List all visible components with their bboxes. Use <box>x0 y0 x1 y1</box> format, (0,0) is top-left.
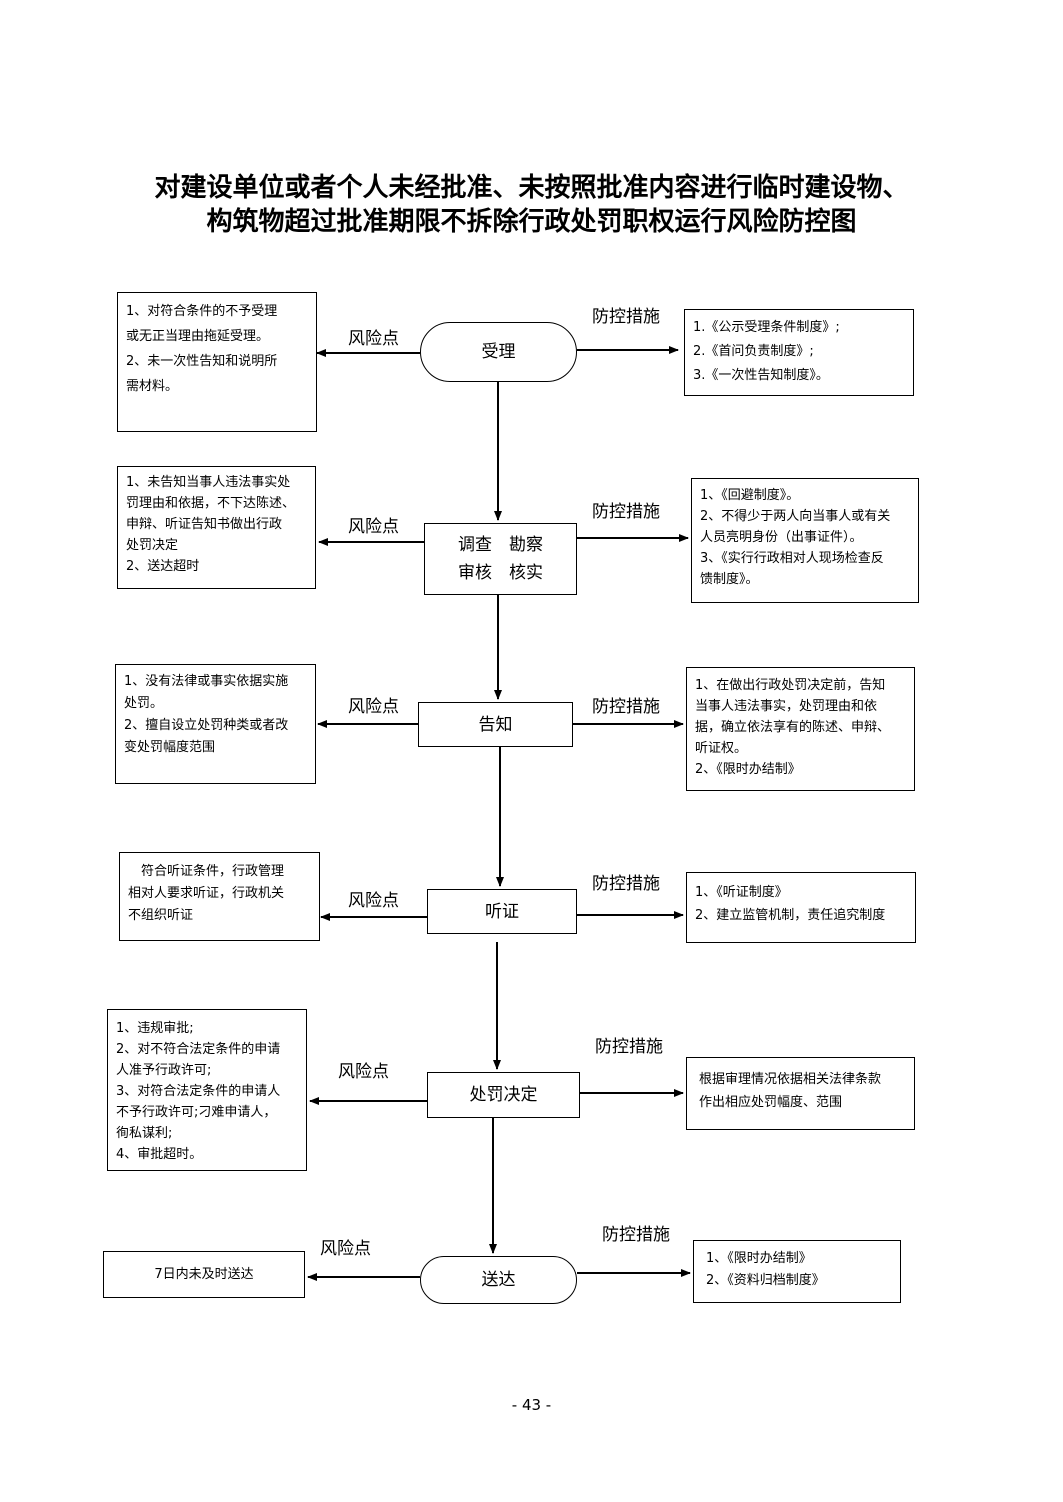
control-box-delivery: 1、《限时办结制》 2、《资料归档制度》 <box>693 1240 901 1303</box>
control-line: 1、《限时办结制》 <box>706 1251 812 1266</box>
risk-line: 1、未告知当事人违法事实处 <box>126 475 291 490</box>
risk-line: 不组织听证 <box>128 908 194 923</box>
risk-line: 1、对符合条件的不予受理 <box>126 304 278 319</box>
risk-line: 需材料。 <box>126 379 179 394</box>
control-line: 根据审理情况依据相关法律条款 <box>699 1072 882 1087</box>
risk-line: 申辩、听证告知书做出行政 <box>126 517 283 532</box>
title-line-2: 构筑物超过批准期限不拆除行政处罚职权运行风险防控图 <box>206 207 857 237</box>
risk-line: 相对人要求听证，行政机关 <box>128 886 285 901</box>
risk-box-hearing: 符合听证条件，行政管理 相对人要求听证，行政机关 不组织听证 <box>119 852 320 941</box>
risk-line: 罚理由和依据，不下达陈述、 <box>126 496 296 511</box>
risk-box-delivery: 7日内未及时送达 <box>103 1251 305 1298</box>
step-label: 审核 核实 <box>458 563 543 583</box>
risk-line: 1、违规审批; <box>116 1021 194 1036</box>
risk-label: 风险点 <box>348 329 399 349</box>
risk-label: 风险点 <box>320 1239 371 1259</box>
step-label: 告知 <box>478 714 513 735</box>
control-line: 当事人违法事实，处罚理由和依 <box>695 699 878 714</box>
risk-label: 风险点 <box>348 697 399 717</box>
risk-line: 或无正当理由拖延受理。 <box>126 329 270 344</box>
risk-line: 2、对不符合法定条件的申请 <box>116 1042 281 1057</box>
risk-box-notify: 1、没有法律或事实依据实施 处罚。 2、擅自设立处罚种类或者改 变处罚幅度范围 <box>115 664 316 784</box>
control-label: 防控措施 <box>602 1225 670 1245</box>
risk-line: 变处罚幅度范围 <box>124 740 216 755</box>
control-label: 防控措施 <box>592 697 660 717</box>
risk-line: 3、对符合法定条件的申请人 <box>116 1084 281 1099</box>
step-label: 听证 <box>485 901 519 922</box>
control-label: 防控措施 <box>592 307 660 327</box>
risk-line: 7日内未及时送达 <box>154 1267 254 1282</box>
control-label: 防控措施 <box>592 874 660 894</box>
control-line: 2、《限时办结制》 <box>695 762 801 777</box>
risk-label: 风险点 <box>348 891 399 911</box>
control-line: 2、不得少于两人向当事人或有关 <box>700 509 891 524</box>
risk-label: 风险点 <box>338 1062 389 1082</box>
control-label: 防控措施 <box>595 1037 663 1057</box>
step-label: 送达 <box>481 1270 516 1290</box>
control-line: 据，确立依法享有的陈述、申辩、 <box>695 720 891 735</box>
control-line: 1、《回避制度》。 <box>700 488 800 503</box>
step-label: 受理 <box>481 342 516 362</box>
control-line: 3.《一次性告知制度》。 <box>693 368 829 383</box>
risk-label: 风险点 <box>348 517 399 537</box>
control-line: 听证权。 <box>695 741 748 756</box>
step-label: 调查 勘察 <box>458 535 543 555</box>
risk-line: 2、送达超时 <box>126 559 200 574</box>
control-box-decision: 根据审理情况依据相关法律条款 作出相应处罚幅度、范围 <box>686 1057 915 1130</box>
risk-line: 2、未一次性告知和说明所 <box>126 354 278 369</box>
step-box-accept: 受理 <box>420 322 577 382</box>
page-number: - 43 - <box>511 1396 552 1414</box>
risk-line: 不予行政许可;刁难申请人， <box>116 1105 277 1120</box>
control-line: 1.《公示受理条件制度》; <box>693 320 840 335</box>
control-line: 2.《首问负责制度》; <box>693 344 814 359</box>
step-box-hearing: 听证 <box>427 889 577 934</box>
risk-box-accept: 1、对符合条件的不予受理 或无正当理由拖延受理。 2、未一次性告知和说明所 需材… <box>117 292 317 432</box>
step-box-notify: 告知 <box>418 702 573 747</box>
control-box-investigate: 1、《回避制度》。 2、不得少于两人向当事人或有关 人员亮明身份（出事证件）。 … <box>691 478 919 603</box>
risk-box-investigate: 1、未告知当事人违法事实处 罚理由和依据，不下达陈述、 申辩、听证告知书做出行政… <box>117 466 316 589</box>
control-box-notify: 1、在做出行政处罚决定前，告知 当事人违法事实，处罚理由和依 据，确立依法享有的… <box>686 667 915 791</box>
risk-box-decision: 1、违规审批; 2、对不符合法定条件的申请 人准予行政许可; 3、对符合法定条件… <box>107 1009 307 1171</box>
step-label: 处罚决定 <box>469 1085 538 1105</box>
control-line: 1、在做出行政处罚决定前，告知 <box>695 678 886 693</box>
step-box-delivery: 送达 <box>420 1256 577 1304</box>
control-line: 3、《实行行政相对人现场检查反 <box>700 551 884 566</box>
control-line: 2、建立监管机制，责任追究制度 <box>695 908 886 923</box>
step-box-investigate: 调查 勘察 审核 核实 <box>424 523 577 595</box>
step-box-decision: 处罚决定 <box>427 1072 580 1118</box>
risk-line: 处罚决定 <box>126 538 179 553</box>
control-line: 作出相应处罚幅度、范围 <box>699 1095 843 1110</box>
control-box-accept: 1.《公示受理条件制度》; 2.《首问负责制度》; 3.《一次性告知制度》。 <box>684 309 914 396</box>
control-label: 防控措施 <box>592 502 660 522</box>
risk-line: 徇私谋利; <box>116 1126 173 1141</box>
title-line-1: 对建设单位或者个人未经批准、未按照批准内容进行临时建设物、 <box>154 173 909 203</box>
control-line: 人员亮明身份（出事证件）。 <box>700 530 863 545</box>
risk-line: 4、审批超时。 <box>116 1147 203 1162</box>
control-box-hearing: 1、《听证制度》 2、建立监管机制，责任追究制度 <box>686 872 916 943</box>
control-line: 2、《资料归档制度》 <box>706 1273 825 1288</box>
risk-line: 2、擅自设立处罚种类或者改 <box>124 718 289 733</box>
control-line: 馈制度》。 <box>700 572 759 587</box>
risk-line: 符合听证条件，行政管理 <box>128 864 285 879</box>
risk-line: 1、没有法律或事实依据实施 <box>124 674 289 689</box>
risk-line: 人准予行政许可; <box>116 1063 212 1078</box>
control-line: 1、《听证制度》 <box>695 885 788 900</box>
risk-line: 处罚。 <box>124 696 164 711</box>
